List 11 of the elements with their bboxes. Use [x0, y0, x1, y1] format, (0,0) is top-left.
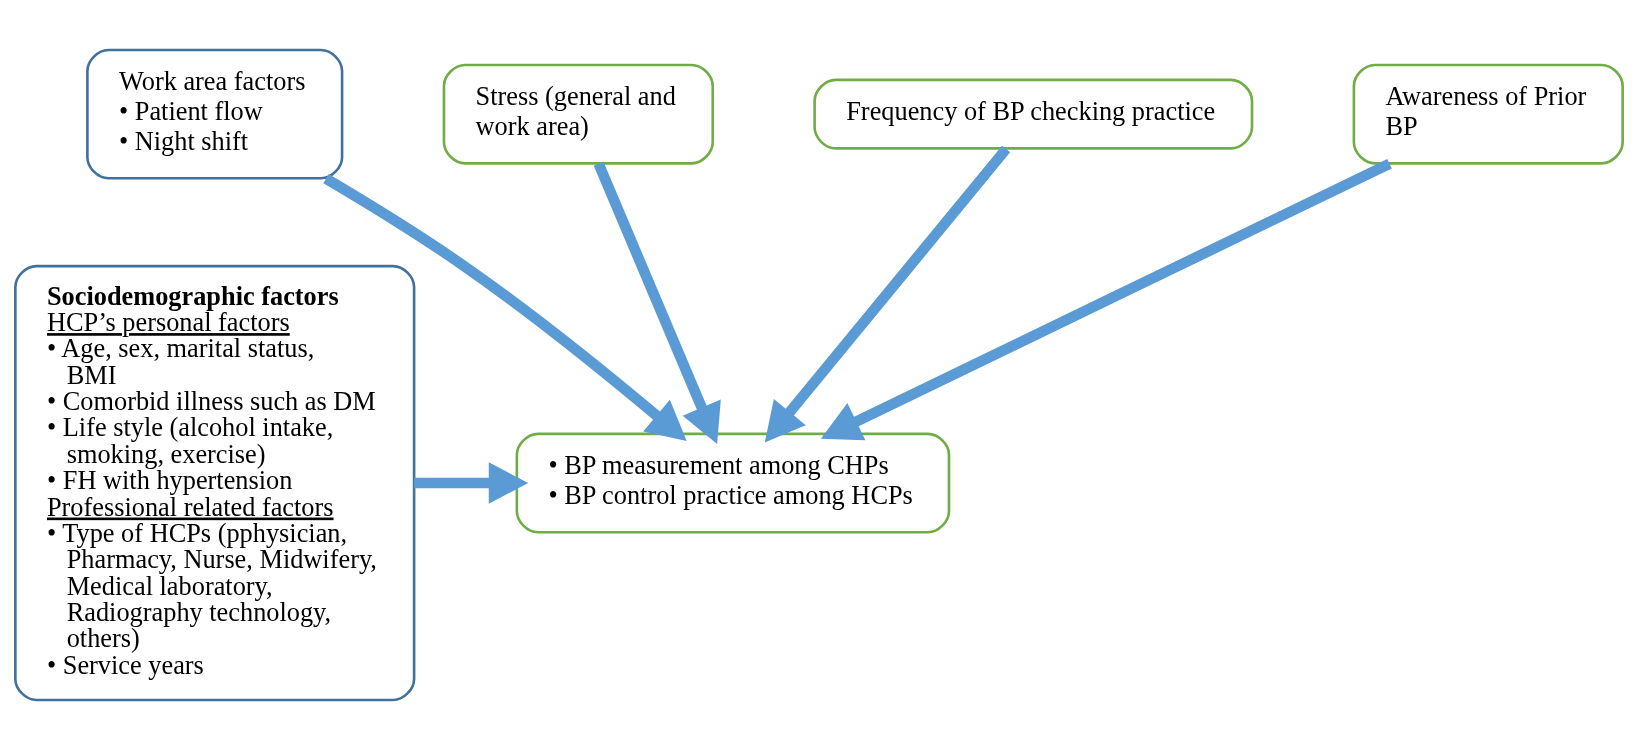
arrow [764, 145, 1011, 443]
arrow [414, 462, 529, 504]
arrow [820, 158, 1392, 441]
node-box: • BP measurement among CHPs • BP control practice among HCPs [515, 432, 951, 534]
arrow [593, 161, 721, 444]
node-box: Work area factors • Patient flow • Night shift [86, 48, 344, 180]
node-box: Frequency of BP checking practice [813, 78, 1254, 150]
node-box: Stress (general and work area) [442, 63, 715, 165]
node-box: Awareness of Prior BP [1352, 63, 1624, 165]
node-box: Sociodemographic factors HCP’s personal factors • Age, sex, marital status, BMI • Comorbid illness such as DM • Life style (alcohol intake, smoking, exercise) • FH with hypertension Professional related factors • Type of HCPs (pphysician, Pharmacy, Nurse, Midwifery, Medical laboratory, Radiography technology, others) • Service years [14, 264, 416, 702]
arrow [323, 174, 687, 441]
